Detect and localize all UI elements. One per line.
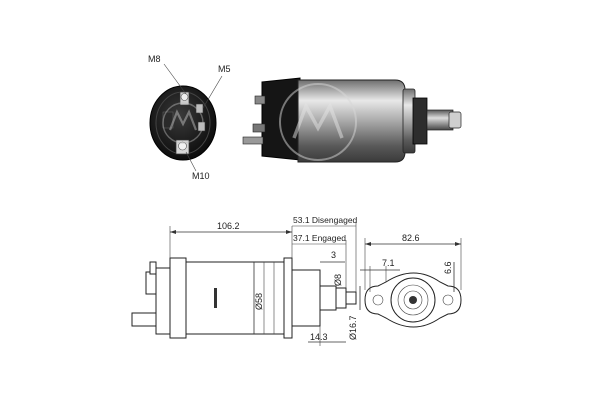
dim-plunger-dia: Ø8 (333, 274, 343, 286)
dim-plunger-dia-label: Ø8 (333, 274, 343, 286)
dim-shaft-dia-label: Ø16.7 (348, 315, 358, 340)
m10-terminal (175, 139, 190, 155)
end-cap-photo (149, 85, 217, 161)
dim-overall-length: 106.2 (169, 221, 293, 258)
dim-hole-dia-label: 6.6 (443, 261, 453, 274)
side-view-drawing (131, 257, 357, 339)
dim-plunger-step-label: 3 (331, 250, 336, 260)
callout-m5-leader (202, 75, 223, 109)
dim-hole-dia: 6.6 (443, 261, 455, 292)
dim-flange-width-label: 82.6 (402, 233, 420, 243)
callout-m8: M8 (148, 54, 161, 64)
dim-body-dia-label: Ø58 (254, 293, 264, 310)
dim-disengaged-label: 53.1 Disengaged (293, 215, 358, 225)
m5-terminal (195, 103, 206, 132)
callout-m10-leader (185, 151, 197, 172)
dim-engaged-label: 37.1 Engaged (293, 233, 346, 243)
dim-hole-spacing-label: 7.1 (382, 258, 395, 268)
dim-shaft-length: 14.3 (308, 326, 346, 346)
dim-overall-length-label: 106.2 (217, 221, 240, 231)
callout-m5: M5 (218, 64, 231, 74)
front-view-drawing (364, 272, 462, 328)
callout-m10: M10 (192, 171, 210, 181)
dim-shaft-length-label: 14.3 (310, 332, 328, 342)
solenoid-side-photo (242, 77, 462, 163)
dim-body-dia: Ø58 (253, 262, 264, 334)
dim-hole-spacing: 7.1 (360, 258, 400, 292)
dim-shaft-dia: Ø16.7 (348, 286, 361, 340)
dim-flange-width: 82.6 (364, 233, 462, 290)
dim-stroke: 53.1 Disengaged 37.1 Engaged (292, 215, 358, 292)
brand-watermark (162, 102, 204, 144)
dim-plunger-step: 3 (320, 250, 345, 263)
brand-watermark-side (279, 83, 357, 161)
callout-m8-leader (163, 63, 187, 95)
